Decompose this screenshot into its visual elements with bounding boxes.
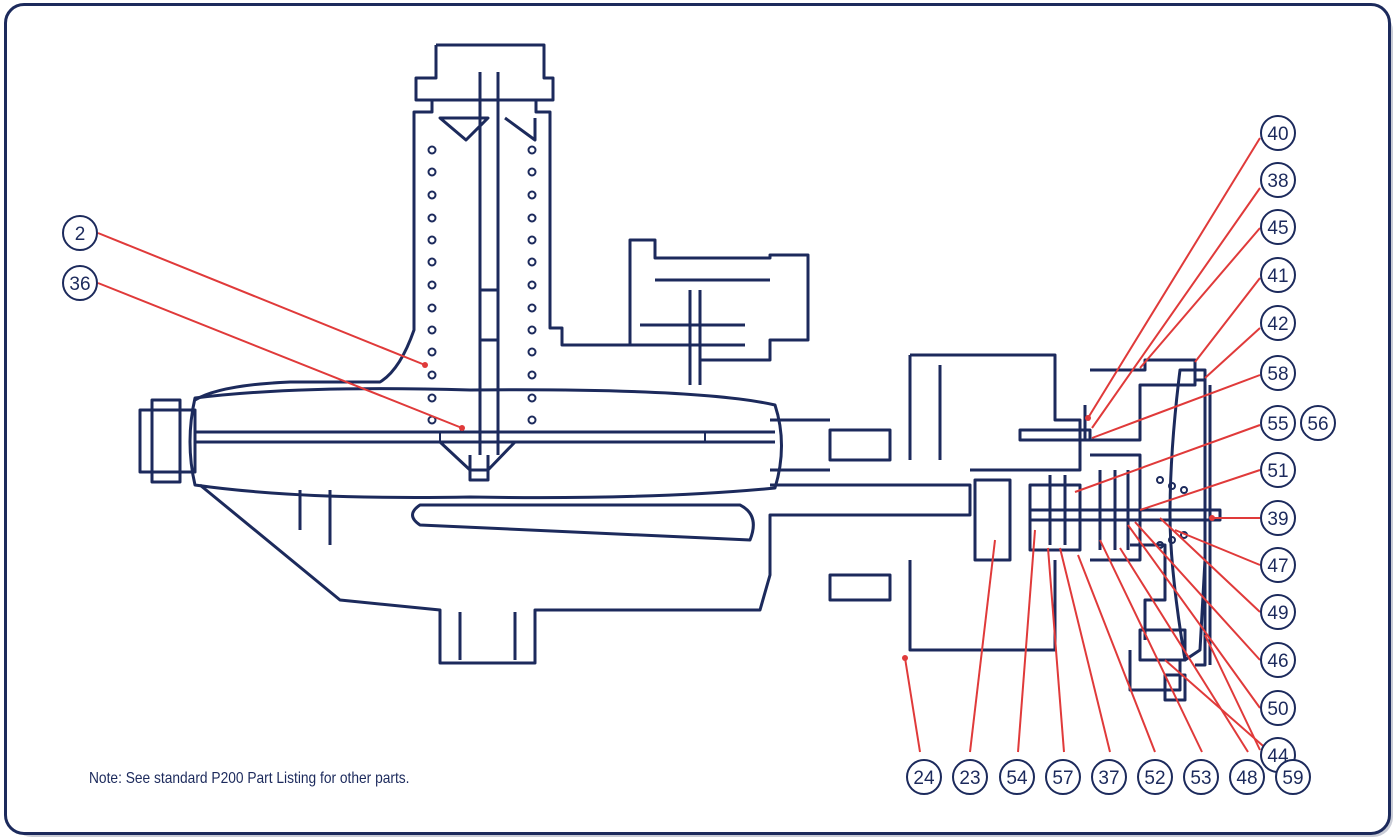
callout-49: 49 (1260, 594, 1296, 630)
callout-label: 54 (1006, 768, 1028, 789)
callout-circle (1091, 759, 1127, 795)
callout-circle (1260, 642, 1296, 678)
callout-circle (1260, 594, 1296, 630)
callout-40: 40 (1260, 115, 1296, 151)
callout-label: 37 (1098, 768, 1119, 789)
callout-55: 55 (1260, 405, 1296, 441)
callout-2: 2 (62, 215, 98, 251)
callout-label: 39 (1267, 509, 1288, 530)
leader-arrowheads (422, 362, 1215, 661)
callout-label: 23 (959, 768, 980, 789)
callout-circle (1260, 405, 1296, 441)
callout-circle (1260, 355, 1296, 391)
callout-label: 47 (1267, 556, 1288, 577)
callout-42: 42 (1260, 305, 1296, 341)
callout-52: 52 (1137, 759, 1173, 795)
callout-circle (906, 759, 942, 795)
callout-circle (1300, 405, 1336, 441)
callout-label: 51 (1267, 461, 1288, 482)
callout-label: 46 (1267, 651, 1288, 672)
callout-label: 38 (1267, 171, 1288, 192)
callout-label: 40 (1267, 124, 1288, 145)
callout-label: 58 (1267, 364, 1288, 385)
callout-circle (1260, 162, 1296, 198)
callout-47: 47 (1260, 547, 1296, 583)
callout-41: 41 (1260, 257, 1296, 293)
spring-coils (427, 145, 1188, 549)
callout-36: 36 (62, 265, 98, 301)
callout-circle (1260, 257, 1296, 293)
diagram-frame (4, 3, 1391, 835)
callout-label: 59 (1282, 768, 1303, 789)
callout-circle (1137, 759, 1173, 795)
callout-label: 53 (1190, 768, 1211, 789)
callout-50: 50 (1260, 690, 1296, 726)
callout-48: 48 (1229, 759, 1265, 795)
callout-circle (952, 759, 988, 795)
callout-label: 45 (1267, 218, 1288, 239)
callout-45: 45 (1260, 209, 1296, 245)
callout-38: 38 (1260, 162, 1296, 198)
callout-circle (1260, 115, 1296, 151)
parts-note: Note: See standard P200 Part Listing for… (89, 770, 410, 787)
callout-circle (1183, 759, 1219, 795)
callout-circle (999, 759, 1035, 795)
leader-lines (97, 137, 1271, 753)
callout-label: 2 (75, 224, 86, 245)
callout-circle (1045, 759, 1081, 795)
callout-circle (1229, 759, 1265, 795)
callout-label: 41 (1267, 266, 1288, 287)
callout-37: 37 (1091, 759, 1127, 795)
callout-58: 58 (1260, 355, 1296, 391)
callout-59: 59 (1275, 759, 1311, 795)
callout-circle (1260, 452, 1296, 488)
callout-label: 56 (1307, 414, 1328, 435)
callout-label: 50 (1267, 699, 1288, 720)
callout-circle (1260, 690, 1296, 726)
callout-label: 24 (913, 768, 935, 789)
callout-label: 48 (1236, 768, 1257, 789)
callout-circle (1260, 305, 1296, 341)
callout-label: 36 (69, 274, 90, 295)
regulator-outline (138, 43, 1222, 702)
callout-circle (62, 265, 98, 301)
callout-label: 57 (1052, 768, 1073, 789)
callout-57: 57 (1045, 759, 1081, 795)
callout-circle (1260, 209, 1296, 245)
callout-53: 53 (1183, 759, 1219, 795)
callout-circle (62, 215, 98, 251)
callout-24: 24 (906, 759, 942, 795)
callout-circle (1275, 759, 1311, 795)
callout-39: 39 (1260, 500, 1296, 536)
callout-circle (1260, 547, 1296, 583)
callout-51: 51 (1260, 452, 1296, 488)
callout-label: 49 (1267, 603, 1288, 624)
callout-46: 46 (1260, 642, 1296, 678)
callout-23: 23 (952, 759, 988, 795)
callout-circle (1260, 500, 1296, 536)
callout-56: 56 (1300, 405, 1336, 441)
callout-label: 55 (1267, 414, 1288, 435)
callout-label: 52 (1144, 768, 1165, 789)
callout-54: 54 (999, 759, 1035, 795)
callout-label: 42 (1267, 314, 1288, 335)
